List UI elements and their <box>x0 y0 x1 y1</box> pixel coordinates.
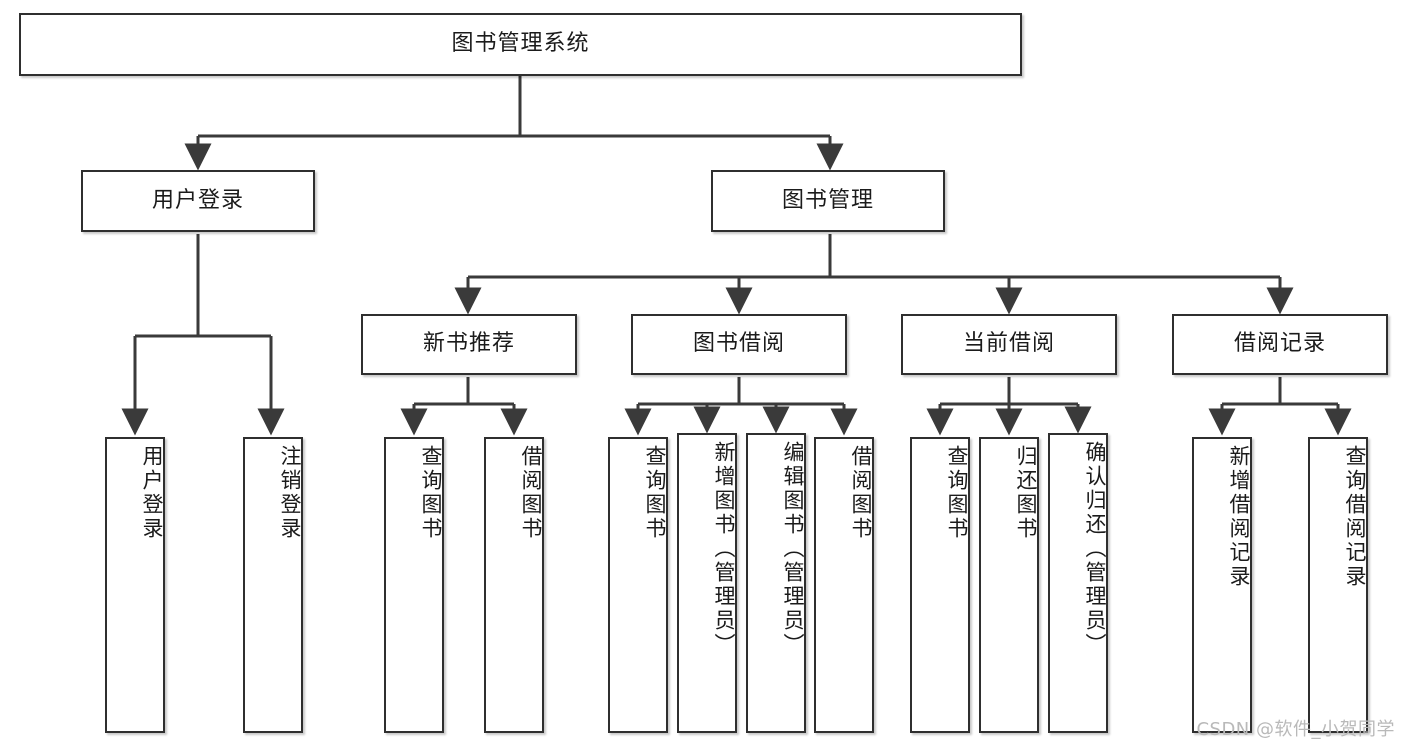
node-leaf-user-logout[interactable]: 注销登录 <box>243 437 303 733</box>
node-current-borrow-label: 当前借阅 <box>962 331 1055 357</box>
node-leaf-borrow-book-1[interactable]: 借阅图书 <box>484 437 544 733</box>
node-book-borrow-label: 图书借阅 <box>692 331 785 357</box>
node-leaf-add-book[interactable]: 新增图书（管理员） <box>677 433 737 733</box>
node-leaf-query-book-2[interactable]: 查询图书 <box>608 437 668 733</box>
node-leaf-user-login-label: 用户登录 <box>140 445 164 541</box>
node-leaf-user-login[interactable]: 用户登录 <box>105 437 165 733</box>
node-user-login[interactable]: 用户登录 <box>81 170 315 232</box>
node-borrow-record-label: 借阅记录 <box>1233 331 1326 357</box>
node-leaf-add-record[interactable]: 新增借阅记录 <box>1192 437 1252 733</box>
node-leaf-confirm-return-label: 确认归还（管理员） <box>1083 441 1107 657</box>
node-leaf-query-book-1[interactable]: 查询图书 <box>384 437 444 733</box>
node-leaf-edit-book-label: 编辑图书（管理员） <box>781 441 805 657</box>
node-leaf-query-record[interactable]: 查询借阅记录 <box>1308 437 1368 733</box>
node-leaf-add-book-label: 新增图书（管理员） <box>712 441 736 657</box>
node-root[interactable]: 图书管理系统 <box>19 13 1022 76</box>
node-leaf-query-book-3[interactable]: 查询图书 <box>910 437 970 733</box>
node-leaf-return-book-label: 归还图书 <box>1014 445 1038 541</box>
node-root-label: 图书管理系统 <box>451 31 590 57</box>
watermark: CSDN @软件_小贺同学 <box>1196 719 1395 740</box>
node-book-borrow[interactable]: 图书借阅 <box>631 314 847 375</box>
node-user-login-label: 用户登录 <box>151 187 244 213</box>
node-leaf-borrow-book-1-label: 借阅图书 <box>519 445 543 541</box>
node-leaf-query-record-label: 查询借阅记录 <box>1343 445 1367 589</box>
node-leaf-edit-book[interactable]: 编辑图书（管理员） <box>746 433 806 733</box>
node-leaf-query-book-3-label: 查询图书 <box>945 445 969 541</box>
node-leaf-query-book-1-label: 查询图书 <box>419 445 443 541</box>
node-leaf-borrow-book-2[interactable]: 借阅图书 <box>814 437 874 733</box>
node-borrow-record[interactable]: 借阅记录 <box>1172 314 1388 375</box>
node-leaf-return-book[interactable]: 归还图书 <box>979 437 1039 733</box>
node-new-book-recommend[interactable]: 新书推荐 <box>361 314 577 375</box>
node-book-management-label: 图书管理 <box>781 187 874 213</box>
node-leaf-confirm-return[interactable]: 确认归还（管理员） <box>1048 433 1108 733</box>
node-current-borrow[interactable]: 当前借阅 <box>901 314 1117 375</box>
node-leaf-query-book-2-label: 查询图书 <box>643 445 667 541</box>
node-leaf-add-record-label: 新增借阅记录 <box>1227 445 1251 589</box>
node-leaf-borrow-book-2-label: 借阅图书 <box>849 445 873 541</box>
node-leaf-user-logout-label: 注销登录 <box>278 445 302 541</box>
node-new-book-recommend-label: 新书推荐 <box>422 331 515 357</box>
node-book-management[interactable]: 图书管理 <box>711 170 945 232</box>
